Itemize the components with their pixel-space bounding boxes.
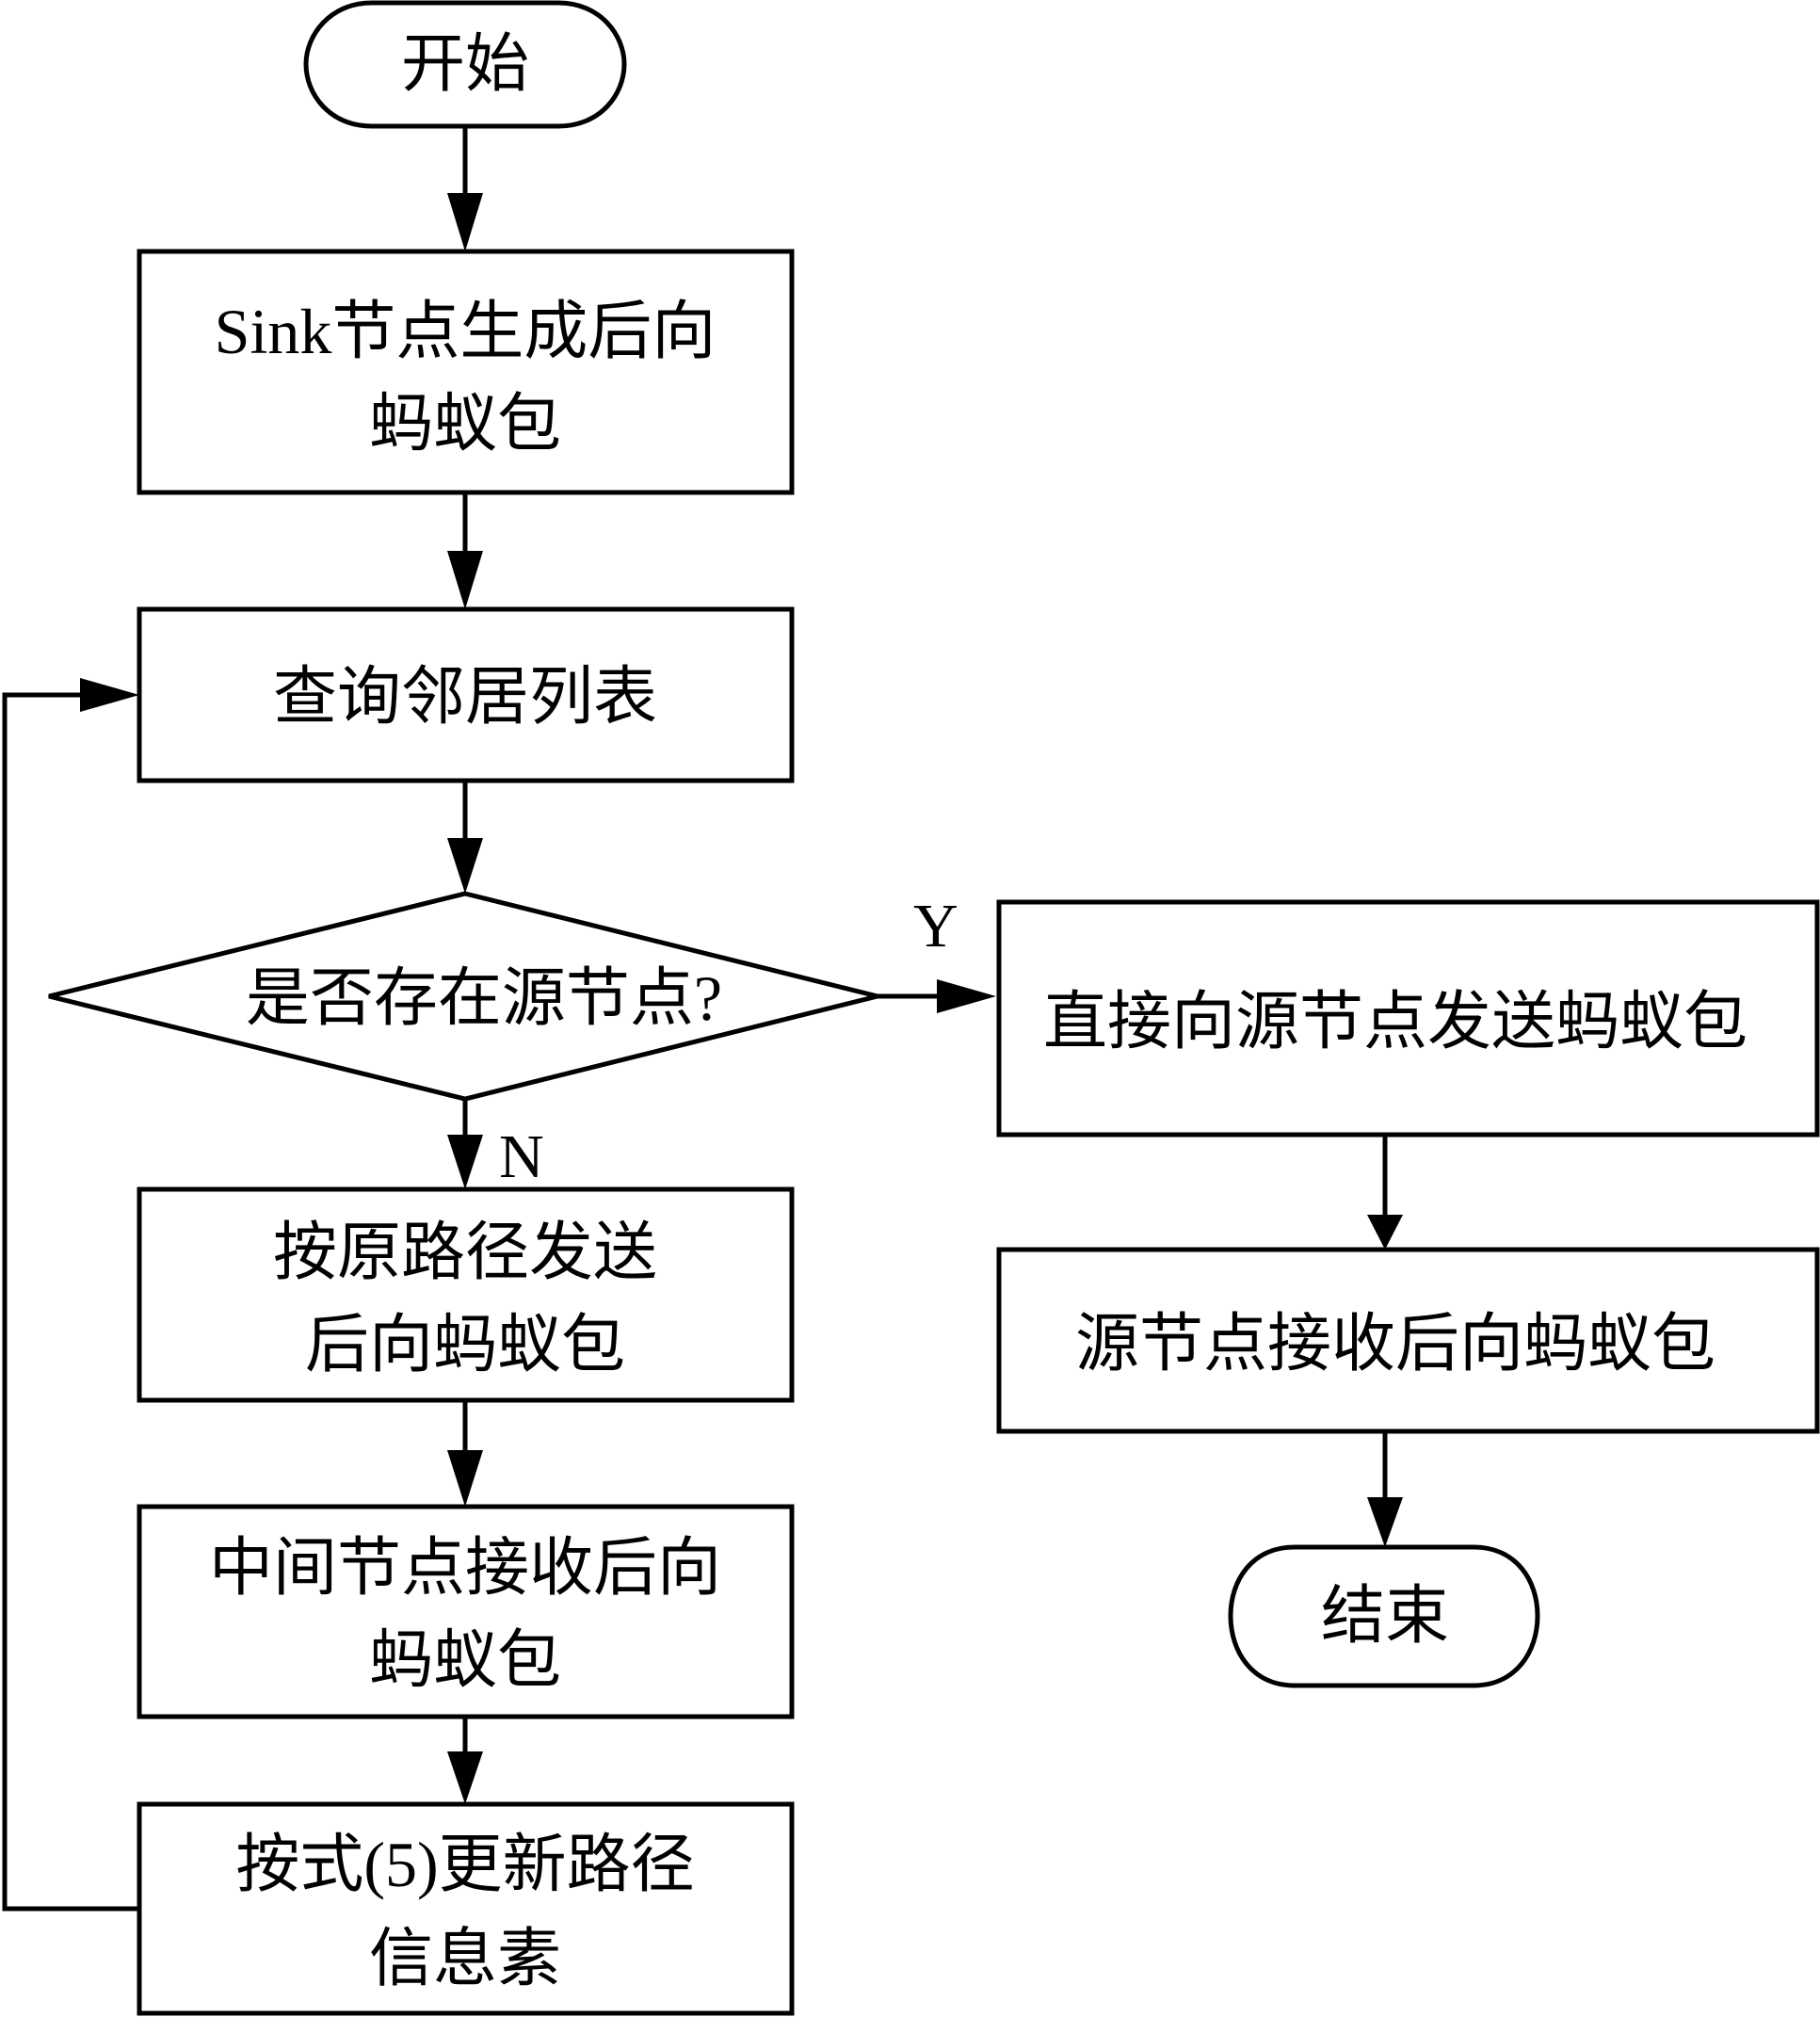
arrowhead xyxy=(447,1135,483,1189)
yes-label: Y xyxy=(913,892,958,960)
arrowhead xyxy=(447,193,483,251)
send-original-path-node: 按原路径发送 后向蚂蚁包 xyxy=(137,1186,795,1403)
terminator-shape xyxy=(303,0,627,129)
decision-diamond xyxy=(48,891,878,1102)
end-label: 结束 xyxy=(1321,1580,1449,1652)
decision-label: 是否存在源节点? xyxy=(246,962,722,1034)
start-label: 开始 xyxy=(401,28,529,100)
sink-generate-label-line2: 蚂蚁包 xyxy=(369,388,561,460)
intermediate-receive-node: 中间节点接收后向 蚂蚁包 xyxy=(137,1504,795,1719)
arrowhead xyxy=(447,1751,483,1804)
process-box xyxy=(137,1186,795,1403)
no-label: N xyxy=(499,1122,544,1191)
sink-generate-node: Sink节点生成后向 蚂蚁包 xyxy=(137,249,795,495)
send-direct-label: 直接向源节点发送蚂蚁包 xyxy=(1043,986,1748,1057)
arrowhead xyxy=(80,678,139,712)
arrowhead xyxy=(937,979,996,1013)
end-node: 结束 xyxy=(1228,1544,1540,1688)
process-box xyxy=(137,249,795,495)
update-pheromone-label-line1: 按式(5)更新路径 xyxy=(235,1829,694,1900)
send-original-path-label-line2: 后向蚂蚁包 xyxy=(305,1309,625,1380)
arrowhead xyxy=(1367,1215,1403,1250)
edge-update-loop-to-query xyxy=(2,692,139,1912)
query-neighbors-label: 查询邻居列表 xyxy=(273,661,657,733)
source-receive-node: 源节点接收后向蚂蚁包 xyxy=(996,1247,1820,1434)
start-node: 开始 xyxy=(303,0,627,129)
intermediate-receive-label-line1: 中间节点接收后向 xyxy=(209,1532,721,1604)
process-box xyxy=(996,899,1820,1138)
intermediate-receive-label-line2: 蚂蚁包 xyxy=(369,1624,561,1696)
update-pheromone-node: 按式(5)更新路径 信息素 xyxy=(137,1801,795,2016)
arrowhead xyxy=(447,1450,483,1507)
query-neighbors-node: 查询邻居列表 xyxy=(137,606,795,783)
send-direct-node: 直接向源节点发送蚂蚁包 xyxy=(996,899,1820,1138)
process-box xyxy=(137,1801,795,2016)
send-original-path-label-line1: 按原路径发送 xyxy=(273,1217,657,1288)
arrowhead xyxy=(1367,1497,1403,1547)
process-box xyxy=(137,606,795,783)
arrowhead xyxy=(447,551,483,609)
connectors xyxy=(2,126,1403,1912)
source-receive-label: 源节点接收后向蚂蚁包 xyxy=(1075,1308,1715,1380)
terminator-shape xyxy=(1228,1544,1540,1688)
process-box xyxy=(137,1504,795,1719)
arrowhead xyxy=(447,838,483,894)
has-source-decision: 是否存在源节点? xyxy=(48,891,878,1102)
sink-generate-label-line1: Sink节点生成后向 xyxy=(215,296,717,367)
update-pheromone-label-line2: 信息素 xyxy=(369,1923,561,1994)
process-box xyxy=(996,1247,1820,1434)
